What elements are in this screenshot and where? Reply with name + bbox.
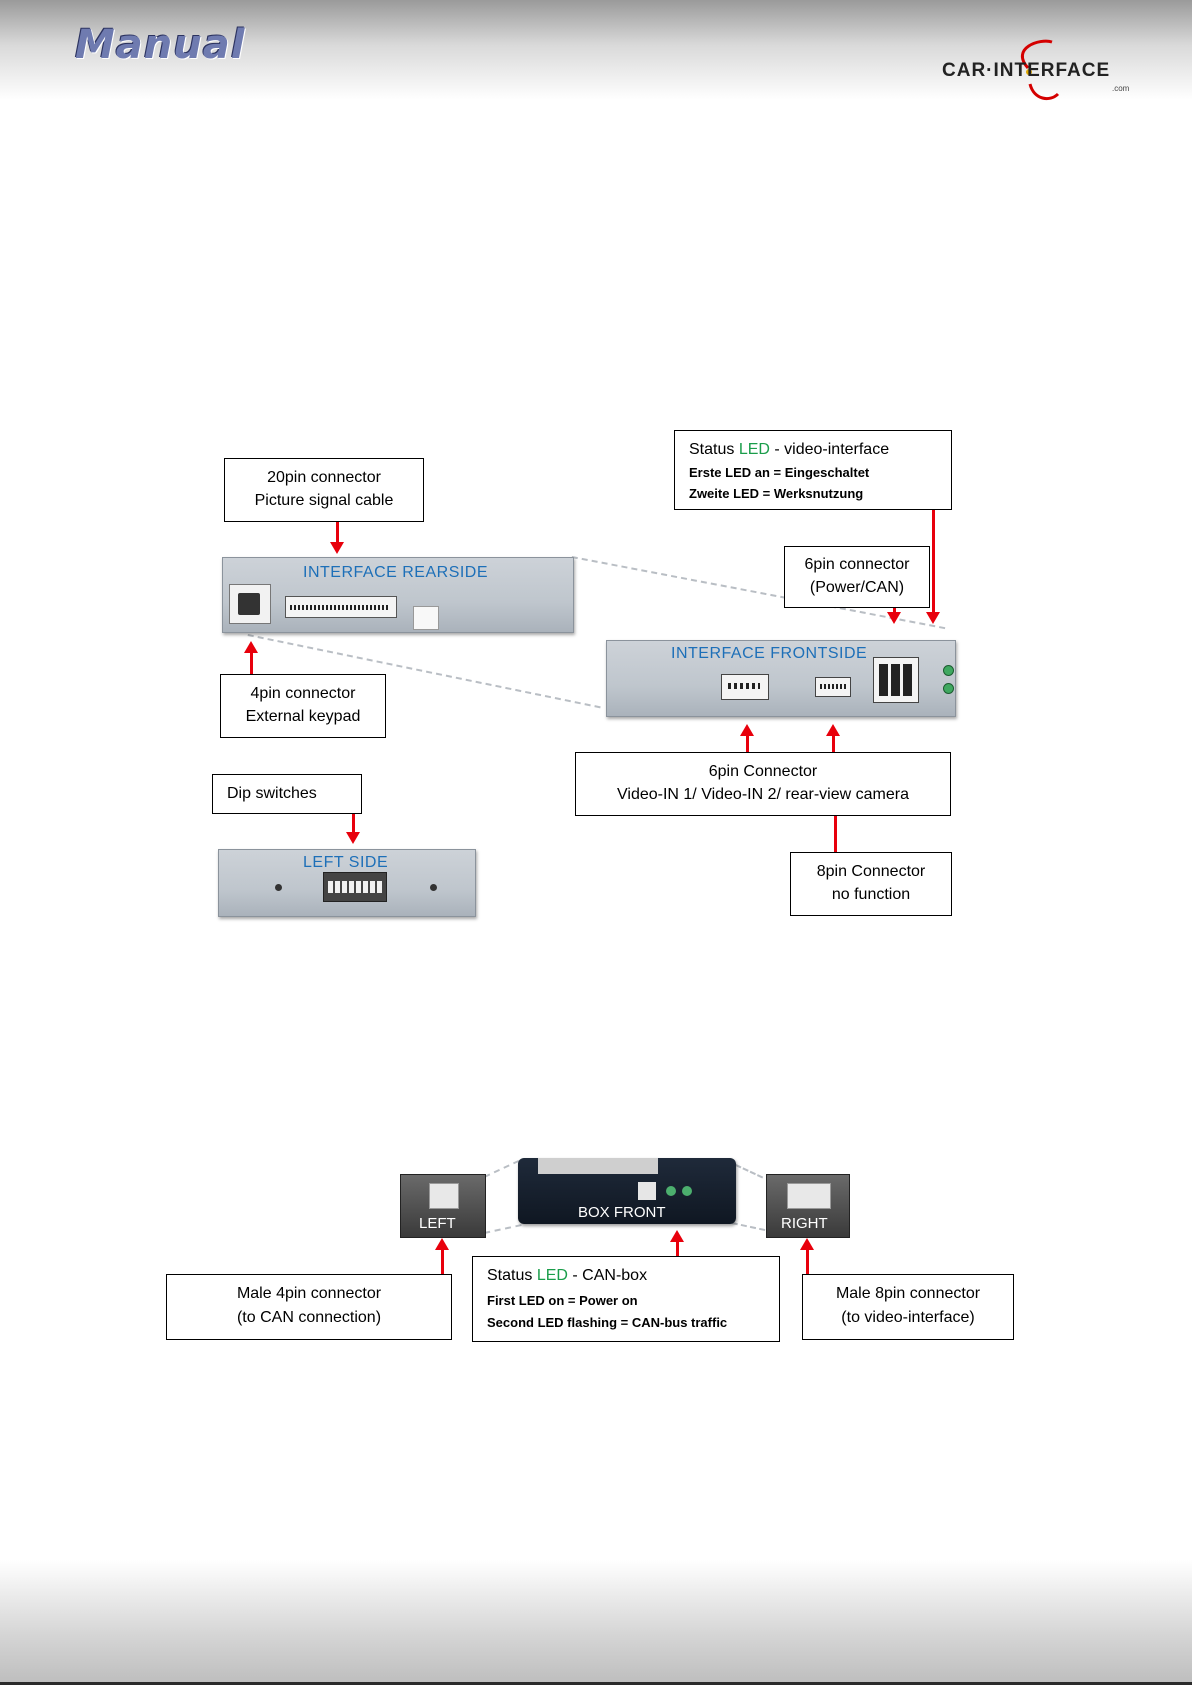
callout-status-led-video: Status LED - video-interface Erste LED a… [674, 430, 952, 510]
footer-rule [0, 1682, 1192, 1685]
arrow-line [932, 510, 935, 614]
arrow-line [250, 652, 253, 674]
status-led-1 [943, 665, 954, 676]
arrow-line [676, 1240, 679, 1256]
callout-title: Status LED - CAN-box [487, 1267, 647, 1285]
callout-6pin-video: 6pin Connector Video-IN 1/ Video-IN 2/ r… [575, 752, 951, 816]
brand-suffix: .com [1112, 84, 1130, 93]
arrow-down-icon [926, 612, 940, 624]
callout-line: First LED on = Power on [487, 1293, 638, 1308]
callout-line: Zweite LED = Werksnutzung [689, 486, 864, 501]
arrow-line [834, 816, 837, 854]
can-status-led-1 [666, 1186, 676, 1196]
projection-line [731, 1222, 766, 1232]
can-right-connector: RIGHT [766, 1174, 850, 1238]
arrow-line [336, 522, 339, 544]
can-box-connector [638, 1182, 656, 1200]
arrow-up-icon [826, 724, 840, 736]
callout-4pin-connector: 4pin connector External keypad [220, 674, 386, 738]
arrow-line [832, 733, 835, 752]
arrow-down-icon [887, 612, 901, 624]
callout-line: Dip switches [227, 785, 317, 802]
interface-left-panel: LEFT SIDE [218, 849, 476, 917]
arrow-down-icon [346, 832, 360, 844]
callout-8pin-no-function: 8pin Connector no function [790, 852, 952, 916]
box-front-label: BOX FRONT [578, 1204, 666, 1221]
led-word: LED [536, 1267, 568, 1284]
callout-line: 6pin connector [804, 556, 910, 573]
interface-rear-panel: INTERFACE REARSIDE [222, 557, 574, 633]
screw-hole [275, 884, 282, 891]
callout-dip-switches: Dip switches [212, 774, 362, 814]
callout-male-8pin: Male 8pin connector (to video-interface) [802, 1274, 1014, 1340]
can-box-label-sticker [538, 1158, 658, 1174]
status-prefix: Status [689, 441, 739, 458]
callout-line: Second LED flashing = CAN-bus traffic [487, 1315, 728, 1330]
rear-panel-label: INTERFACE REARSIDE [303, 564, 489, 581]
8pin-socket [815, 677, 851, 697]
brand-swoosh-icon [1020, 39, 1060, 101]
arrow-line [746, 733, 749, 752]
callout-line: 6pin Connector [708, 763, 818, 780]
callout-line: Picture signal cable [254, 492, 394, 509]
can-right-label: RIGHT [781, 1215, 828, 1232]
callout-line: (to CAN connection) [236, 1309, 382, 1326]
4pin-socket [229, 584, 271, 624]
page-header [0, 0, 1192, 100]
6pin-video-socket [721, 674, 769, 700]
arrow-up-icon [435, 1238, 449, 1250]
rear-sticker [413, 606, 439, 630]
projection-line [484, 1224, 522, 1234]
can-box-front: BOX FRONT [518, 1158, 736, 1224]
front-panel-label: INTERFACE FRONTSIDE [671, 645, 868, 662]
page-footer [0, 1560, 1192, 1685]
can-left-connector: LEFT [400, 1174, 486, 1238]
callout-status-led-can: Status LED - CAN-box First LED on = Powe… [472, 1256, 780, 1342]
can-left-label: LEFT [419, 1215, 456, 1232]
can-status-led-2 [682, 1186, 692, 1196]
arrow-up-icon [244, 641, 258, 653]
callout-20pin-connector: 20pin connector Picture signal cable [224, 458, 424, 522]
projection-line [484, 1159, 520, 1178]
callout-male-4pin: Male 4pin connector (to CAN connection) [166, 1274, 452, 1340]
callout-line: 20pin connector [267, 469, 381, 486]
callout-line: 8pin Connector [816, 863, 926, 880]
arrow-line [893, 608, 896, 614]
callout-line: no function [831, 886, 911, 903]
led-word: LED [738, 441, 770, 458]
callout-line: Male 8pin connector [835, 1285, 981, 1302]
projection-line [735, 1164, 764, 1179]
interface-front-panel: INTERFACE FRONTSIDE [606, 640, 956, 717]
arrow-up-icon [740, 724, 754, 736]
callout-6pin-power-can: 6pin connector (Power/CAN) [784, 546, 930, 608]
callout-title: Status LED - video-interface [689, 441, 889, 459]
status-led-2 [943, 683, 954, 694]
car-interface-logo: CAR·INTERFACE .com [940, 38, 1140, 106]
callout-line: External keypad [245, 708, 361, 725]
callout-line: (to video-interface) [841, 1309, 975, 1326]
callout-line: Male 4pin connector [236, 1285, 382, 1302]
20pin-socket [285, 596, 397, 618]
arrow-line [806, 1248, 809, 1274]
callout-line: Video-IN 1/ Video-IN 2/ rear-view camera [617, 786, 909, 803]
callout-line: (Power/CAN) [809, 579, 905, 596]
left-panel-label: LEFT SIDE [303, 854, 389, 871]
status-suffix: - CAN-box [567, 1267, 648, 1284]
callout-line: Erste LED an = Eingeschaltet [689, 465, 870, 480]
arrow-up-icon [670, 1230, 684, 1242]
dip-switch-block [323, 872, 387, 902]
arrow-line [441, 1248, 444, 1274]
6pin-power-socket [873, 657, 919, 703]
status-suffix: - video-interface [769, 441, 890, 458]
arrow-line [352, 814, 355, 834]
callout-line: 4pin connector [250, 685, 356, 702]
arrow-down-icon [330, 542, 344, 554]
brand-name: CAR·INTERFACE [942, 60, 1111, 81]
status-prefix: Status [487, 1267, 537, 1284]
manual-logo: Manual [75, 22, 246, 68]
screw-hole [430, 884, 437, 891]
arrow-up-icon [800, 1238, 814, 1250]
